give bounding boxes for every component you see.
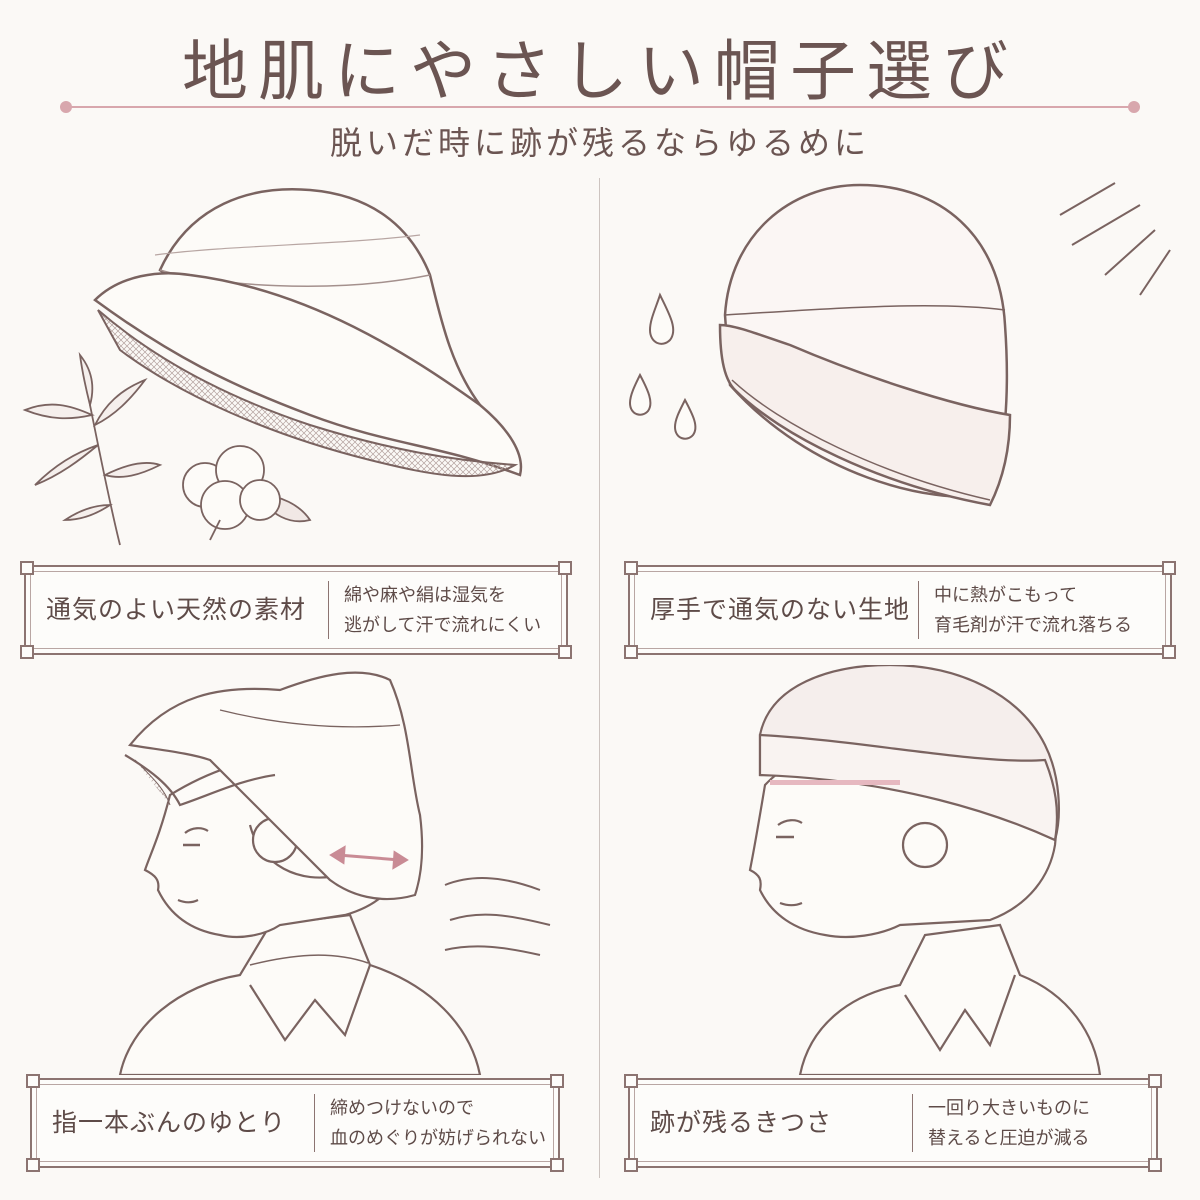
center-divider (599, 178, 600, 1178)
frame-corner (20, 561, 34, 575)
woman-bucket-hat-illustration (118, 671, 551, 1075)
frame-corner (26, 1158, 40, 1172)
frame-corner (1162, 645, 1176, 659)
label-desc-line: 替えると圧迫が減る (928, 1128, 1090, 1149)
label-box-thick-fabric: 厚手で通気のない生地 中に熱がこもって 育毛剤が汗で流れ落ちる (624, 561, 1176, 659)
label-desc: 締めつけないので 血のめぐりが妨げられない (330, 1094, 546, 1154)
label-main: 厚手で通気のない生地 (650, 595, 911, 624)
label-desc-line: 綿や麻や絹は湿気を (344, 585, 506, 606)
sweat-drop-icon (628, 292, 697, 440)
label-separator (912, 1094, 913, 1152)
label-desc: 一回り大きいものに 替えると圧迫が減る (928, 1094, 1090, 1154)
frame-corner (624, 645, 638, 659)
label-main: 跡が残るきつさ (650, 1108, 833, 1137)
bucket-hat-illustration (22, 188, 523, 546)
finger-gap-arrow-icon (329, 845, 409, 870)
bucket-hat-icon (93, 188, 523, 478)
frame-corner (624, 1074, 638, 1088)
rule-dot-left (60, 101, 72, 113)
label-box-tight-fit: 跡が残るきつさ 一回り大きいものに 替えると圧迫が減る (624, 1074, 1162, 1172)
label-desc: 中に熱がこもって 育毛剤が汗で流れ落ちる (934, 581, 1132, 641)
frame-corner (1162, 561, 1176, 575)
heat-lines-icon (1059, 182, 1171, 296)
label-desc-line: 一回り大きいものに (928, 1098, 1090, 1119)
frame-corner (550, 1158, 564, 1172)
label-separator (314, 1094, 315, 1152)
frame-corner (550, 1074, 564, 1088)
cotton-boll-icon (182, 445, 312, 541)
airflow-icon (444, 877, 551, 956)
label-desc-line: 血のめぐりが妨げられない (330, 1128, 546, 1149)
label-separator (328, 581, 329, 639)
frame-corner (558, 561, 572, 575)
label-desc-line: 育毛剤が汗で流れ落ちる (934, 615, 1132, 636)
frame-corner (558, 645, 572, 659)
woman-beanie-illustration (748, 665, 1102, 1075)
beanie-illustration (628, 182, 1171, 507)
woman-bucket-hat-icon (118, 671, 482, 1075)
title-rule (66, 106, 1134, 108)
label-desc-line: 締めつけないので (330, 1098, 474, 1119)
label-box-breathable-material: 通気のよい天然の素材 綿や麻や絹は湿気を 逃がして汗で流れにくい (20, 561, 572, 659)
label-main: 指一本ぶんのゆとり (52, 1108, 287, 1137)
rule-dot-right (1128, 101, 1140, 113)
bamboo-leaf-icon (22, 351, 163, 546)
frame-corner (1148, 1158, 1162, 1172)
page-title: 地肌にやさしい帽子選び (182, 33, 1018, 110)
label-separator (918, 581, 919, 639)
frame-corner (1148, 1074, 1162, 1088)
label-main: 通気のよい天然の素材 (46, 595, 307, 624)
page-subtitle: 脱いだ時に跡が残るならゆるめに (329, 124, 870, 162)
frame-corner (624, 1158, 638, 1172)
frame-corner (20, 645, 34, 659)
pressure-mark (770, 780, 900, 785)
frame-corner (26, 1074, 40, 1088)
label-desc-line: 逃がして汗で流れにくい (344, 615, 542, 636)
label-desc: 綿や麻や絹は湿気を 逃がして汗で流れにくい (344, 581, 541, 641)
label-desc-line: 中に熱がこもって (934, 585, 1078, 606)
frame-corner (624, 561, 638, 575)
beanie-icon (718, 183, 1012, 507)
woman-beanie-icon (748, 665, 1102, 1075)
label-box-finger-room: 指一本ぶんのゆとり 締めつけないので 血のめぐりが妨げられない (26, 1074, 564, 1172)
